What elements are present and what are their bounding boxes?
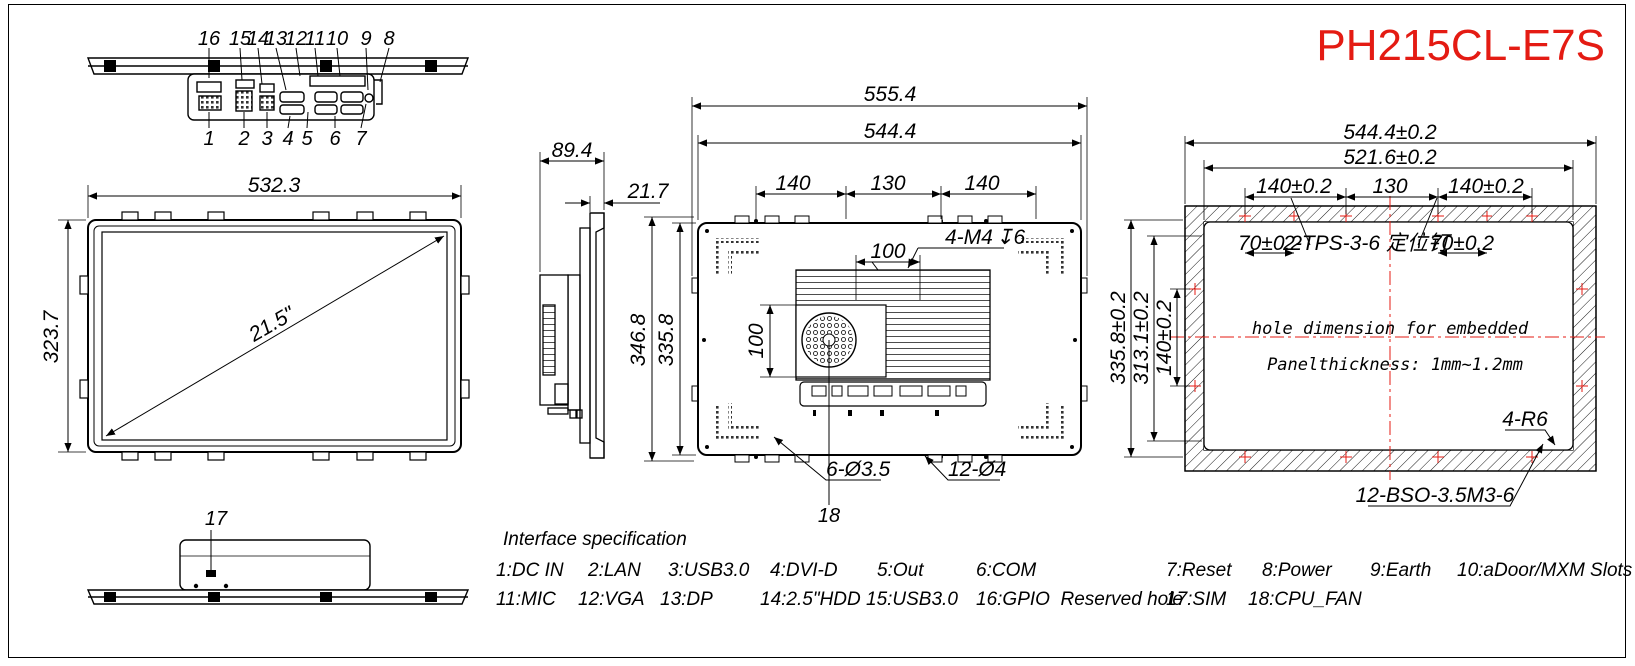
callout-4: 4: [282, 128, 293, 150]
callout-15: 15: [229, 28, 252, 50]
cutout-spacing-left: 140±0.2: [1256, 175, 1332, 198]
callout-16: 16: [198, 28, 221, 50]
spec-item: 18:CPU_FAN: [1248, 589, 1362, 610]
heatsink-height: 100: [745, 323, 768, 358]
bso-callout: 12-BSO-3.5M3-6: [1356, 484, 1515, 507]
back-overall-width: 555.4: [864, 83, 917, 106]
back-spacing-right: 140: [964, 172, 999, 195]
cutout-height-inner: 140±0.2: [1153, 300, 1176, 376]
side-bezel-dimension: 21.7: [627, 180, 670, 203]
cutout-note-embedded: hole dimension for embedded: [1252, 319, 1529, 339]
spec-item: 1:DC IN: [496, 560, 564, 581]
cutout-offset-left: 70±0.2: [1238, 232, 1302, 255]
callout-6: 6: [329, 128, 341, 150]
cutout-spacing-right: 140±0.2: [1448, 175, 1524, 198]
back-width: 544.4: [864, 120, 917, 143]
callout-5: 5: [301, 128, 313, 150]
spec-item: 6:COM: [976, 560, 1036, 581]
big-hole-callout: 12-Ø4: [948, 458, 1006, 481]
interface-specification: Interface specification 1:DC IN 2:LAN 3:…: [496, 529, 1633, 610]
back-view-dimensions: 555.4 544.4 140 130 140 100 100 4-M4↧6 3…: [627, 83, 1025, 527]
small-hole-callout: 6-Ø3.5: [826, 458, 891, 481]
cutout-height-mid: 313.1±0.2: [1130, 291, 1153, 385]
cutout-spacing-mid: 130: [1372, 175, 1407, 198]
back-spacing-mid: 130: [870, 172, 905, 195]
callout-12: 12: [285, 28, 307, 50]
spec-item: 5:Out: [877, 560, 924, 581]
cutout-outer-width: 544.4±0.2: [1343, 121, 1437, 144]
callout-10: 10: [326, 28, 348, 50]
cutout-inner-width: 521.6±0.2: [1343, 146, 1437, 169]
cutout-view-dimensions: 544.4±0.2 521.6±0.2 140±0.2 130 140±0.2 …: [1107, 121, 1548, 507]
spec-item: 3:USB3.0: [668, 560, 750, 581]
spec-item: 17:SIM: [1166, 589, 1226, 610]
callout-18: 18: [818, 505, 840, 527]
front-height-dimension: 323.7: [40, 309, 63, 363]
front-view: [58, 185, 470, 461]
front-width-dimension: 532.3: [248, 174, 301, 197]
screen-diagonal: 21.5": [244, 302, 300, 347]
heatsink-width: 100: [870, 240, 905, 263]
cutout-offset-right: 70±0.2: [1430, 232, 1494, 255]
spec-item: 7:Reset: [1166, 560, 1232, 581]
spec-item: 12:VGA: [578, 589, 645, 610]
spec-item: 9:Earth: [1370, 560, 1431, 581]
thread-callout: 4-M4↧6: [945, 226, 1025, 249]
callout-11: 11: [305, 28, 326, 50]
spec-item: 10:aDoor/MXM Slots: [1457, 560, 1633, 581]
back-height-outer: 346.8: [627, 313, 650, 366]
callout-8: 8: [383, 28, 394, 50]
callout-1: 1: [203, 128, 214, 150]
callout-3: 3: [261, 128, 272, 150]
cutout-height-outer: 335.8±0.2: [1107, 291, 1130, 385]
spec-item: 4:DVI-D: [770, 560, 838, 581]
cutout-view: [1124, 136, 1605, 507]
bottom-view: [86, 530, 470, 605]
spec-item: 15:USB3.0: [866, 589, 958, 610]
spec-item: 13:DP: [660, 589, 713, 610]
drawing-frame: [8, 4, 1626, 658]
callout-17: 17: [205, 508, 228, 530]
rear-view-callouts: 16 15 14 13 12 11 10 9 8 1 2 3 4 5 6 7: [198, 28, 395, 150]
back-spacing-left: 140: [775, 172, 810, 195]
spec-heading: Interface specification: [503, 529, 687, 550]
side-depth-dimension: 89.4: [552, 139, 593, 162]
back-height-inner: 335.8: [655, 313, 678, 366]
locating-pin-callout: 2-TPS-3-6 定位钉: [1282, 232, 1453, 255]
callout-14: 14: [247, 28, 269, 50]
spec-item: 11:MIC: [496, 589, 556, 610]
spec-item: 8:Power: [1262, 560, 1332, 581]
spec-item: 14:2.5"HDD: [760, 589, 861, 610]
callout-13: 13: [265, 28, 287, 50]
back-view: [644, 97, 1088, 505]
corner-radius-callout: 4-R6: [1502, 408, 1548, 431]
cutout-note-thickness: Panelthickness: 1mm~1.2mm: [1267, 355, 1523, 375]
callout-9: 9: [360, 28, 371, 50]
callout-2: 2: [237, 128, 249, 150]
rear-view: [86, 57, 470, 121]
spec-item: 2:LAN: [587, 560, 641, 581]
spec-item: 16:GPIO Reserved hole: [976, 589, 1183, 610]
side-view: [539, 152, 660, 459]
callout-7: 7: [355, 128, 367, 150]
product-title: PH215CL-E7S: [1316, 21, 1605, 70]
